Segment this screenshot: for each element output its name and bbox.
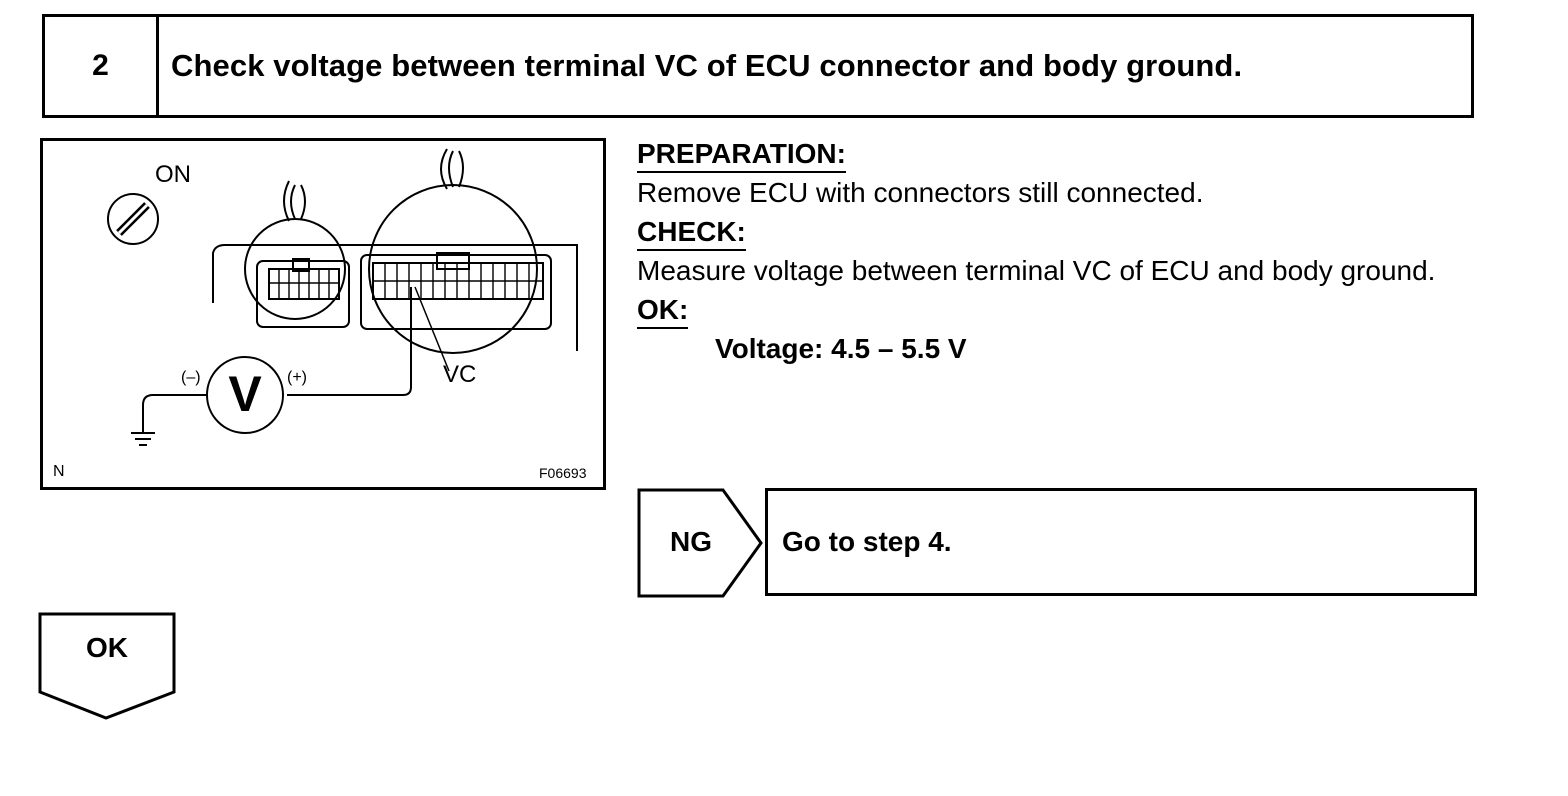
ignition-switch-icon: [107, 193, 159, 245]
ng-label: NG: [670, 526, 712, 557]
step-header: 2 Check voltage between terminal VC of E…: [42, 14, 1474, 118]
wiring-diagram: ON V (–) (+) VC N F06693: [40, 138, 606, 490]
ok-heading: OK:: [637, 293, 689, 329]
ok-arrow-shape: [38, 612, 176, 720]
check-heading: CHECK:: [637, 215, 746, 251]
check-text: Measure voltage between terminal VC of E…: [637, 255, 1436, 286]
vc-terminal-label: VC: [443, 361, 477, 388]
voltmeter-symbol: V: [228, 366, 262, 422]
ok-spec: Voltage: 4.5 – 5.5 V: [715, 333, 967, 364]
preparation-heading: PREPARATION:: [637, 137, 846, 173]
diagram-drawing: [107, 148, 578, 446]
step-number: 2: [45, 17, 159, 115]
instructions: PREPARATION: Remove ECU with connectors …: [637, 134, 1479, 368]
step-title: Check voltage between terminal VC of ECU…: [171, 48, 1243, 83]
figure-code: F06693: [539, 465, 587, 481]
ng-arrow-shape: [637, 488, 763, 598]
preparation-text: Remove ECU with connectors still connect…: [637, 177, 1204, 208]
switch-on-label: ON: [155, 161, 191, 188]
ok-label: OK: [86, 632, 128, 663]
figure-corner-label: N: [53, 463, 65, 480]
positive-terminal-label: (+): [287, 369, 307, 386]
negative-terminal-label: (–): [181, 369, 201, 386]
ok-arrow: OK: [38, 612, 178, 727]
ng-action: Go to step 4.: [765, 488, 1477, 596]
